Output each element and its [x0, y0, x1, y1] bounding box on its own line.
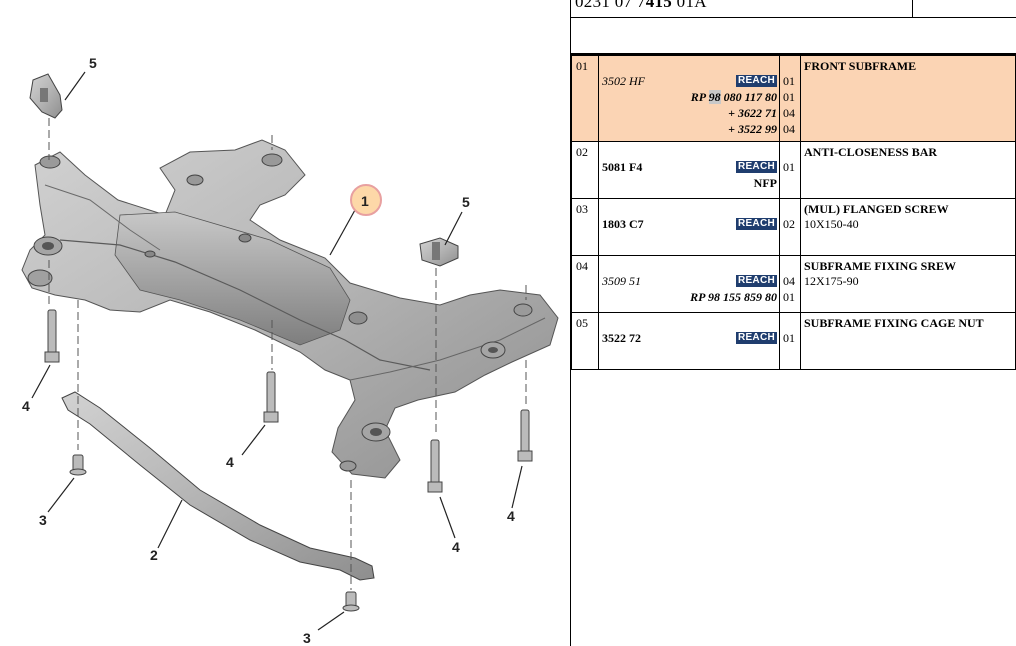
- callout-4-left[interactable]: 4: [22, 398, 30, 414]
- screw-drawings: [44, 309, 533, 493]
- reach-badge[interactable]: REACH: [735, 75, 777, 87]
- row-index: 02: [571, 141, 599, 199]
- part-title: SUBFRAME FIXING CAGE NUT: [804, 316, 984, 330]
- qty-cell: 04 01: [779, 255, 801, 313]
- parts-table: 01 3502 HF REACH RP 98 080 117 80 + 3622…: [571, 55, 1016, 370]
- callout-5-right[interactable]: 5: [462, 194, 470, 210]
- flanged-screw-drawings: [69, 454, 360, 612]
- reference-header: 0231 07 7415 01A: [571, 0, 1016, 18]
- assembly-axis-lines: [48, 118, 527, 590]
- description-cell: ANTI-CLOSENESS BAR: [800, 141, 1016, 199]
- part-detail: 10X150-40: [804, 217, 859, 231]
- description-cell: (MUL) FLANGED SCREW 10X150-40: [800, 198, 1016, 256]
- part-title: ANTI-CLOSENESS BAR: [804, 145, 938, 159]
- ref-cell: 3502 HF REACH RP 98 080 117 80 + 3622 71…: [598, 55, 780, 142]
- part-number[interactable]: 3502 HF: [602, 74, 645, 88]
- front-subframe-drawing: [21, 139, 559, 479]
- table-row[interactable]: 02 5081 F4 REACH NFP 01 ANTI-CLOSENESS B…: [571, 141, 1016, 199]
- replacement-ref: RP 98 155 859 80: [690, 290, 777, 304]
- exploded-diagram: 5 1 5 4 4 4 4 3 3 2: [21, 0, 571, 646]
- header-separator: [912, 0, 913, 17]
- anti-closeness-bar-drawing: [61, 391, 375, 581]
- qty-cell: 01 01 04 04: [779, 55, 801, 142]
- kit-item: + 3622 71: [728, 106, 777, 120]
- part-number[interactable]: 3509 51: [602, 274, 641, 288]
- reach-badge[interactable]: REACH: [735, 275, 777, 287]
- reach-badge[interactable]: REACH: [735, 332, 777, 344]
- qty-cell: 01: [779, 141, 801, 199]
- description-cell: FRONT SUBFRAME: [800, 55, 1016, 142]
- row-index: 03: [571, 198, 599, 256]
- table-row[interactable]: 01 3502 HF REACH RP 98 080 117 80 + 3622…: [571, 55, 1016, 142]
- part-number[interactable]: 1803 C7: [602, 217, 644, 231]
- callout-3-left[interactable]: 3: [39, 512, 47, 528]
- callout-1[interactable]: 1: [361, 193, 369, 209]
- part-title: (MUL) FLANGED SCREW: [804, 202, 949, 216]
- header-spacer: [571, 17, 1016, 55]
- reach-badge[interactable]: REACH: [735, 218, 777, 230]
- row-index: 05: [571, 312, 599, 370]
- cage-nut-drawing-left: [29, 73, 63, 119]
- ref-cell: 3522 72 REACH: [598, 312, 780, 370]
- table-row[interactable]: 05 3522 72 REACH 01 SUBFRAME FIXING CAGE…: [571, 312, 1016, 370]
- reach-badge[interactable]: REACH: [735, 161, 777, 173]
- table-row[interactable]: 04 3509 51 REACH RP 98 155 859 80 04 01 …: [571, 255, 1016, 313]
- ref-cell: 3509 51 REACH RP 98 155 859 80: [598, 255, 780, 313]
- row-index: 04: [571, 255, 599, 313]
- kit-item: + 3522 99: [728, 122, 777, 136]
- reference-code: 0231 07 7415 01A: [575, 0, 707, 11]
- replacement-ref: RP 98 080 117 80: [690, 90, 777, 104]
- qty-cell: 02: [779, 198, 801, 256]
- callout-3-bottom[interactable]: 3: [303, 630, 311, 646]
- table-row[interactable]: 03 1803 C7 REACH 02 (MUL) FLANGED SCREW …: [571, 198, 1016, 256]
- part-number[interactable]: 5081 F4: [602, 160, 643, 174]
- qty-cell: 01: [779, 312, 801, 370]
- callout-4-center[interactable]: 4: [226, 454, 234, 470]
- ref-cell: 1803 C7 REACH: [598, 198, 780, 256]
- part-title: FRONT SUBFRAME: [804, 59, 917, 73]
- part-title: SUBFRAME FIXING SREW: [804, 259, 957, 273]
- nfp-flag: NFP: [753, 176, 777, 190]
- ref-cell: 5081 F4 REACH NFP: [598, 141, 780, 199]
- callout-4-lower[interactable]: 4: [452, 539, 460, 555]
- part-detail: 12X175-90: [804, 274, 859, 288]
- description-cell: SUBFRAME FIXING SREW 12X175-90: [800, 255, 1016, 313]
- part-number[interactable]: 3522 72: [602, 331, 641, 345]
- row-index: 01: [571, 55, 599, 142]
- selected-part-highlight: [350, 184, 382, 216]
- leader-lines: [31, 71, 523, 631]
- cage-nut-drawing-right: [419, 237, 459, 267]
- callout-5-top[interactable]: 5: [89, 55, 97, 71]
- parts-panel: 0231 07 7415 01A 01 3502 HF REACH RP 98 …: [571, 0, 1016, 646]
- callout-2[interactable]: 2: [150, 547, 158, 563]
- description-cell: SUBFRAME FIXING CAGE NUT: [800, 312, 1016, 370]
- callout-4-right[interactable]: 4: [507, 508, 515, 524]
